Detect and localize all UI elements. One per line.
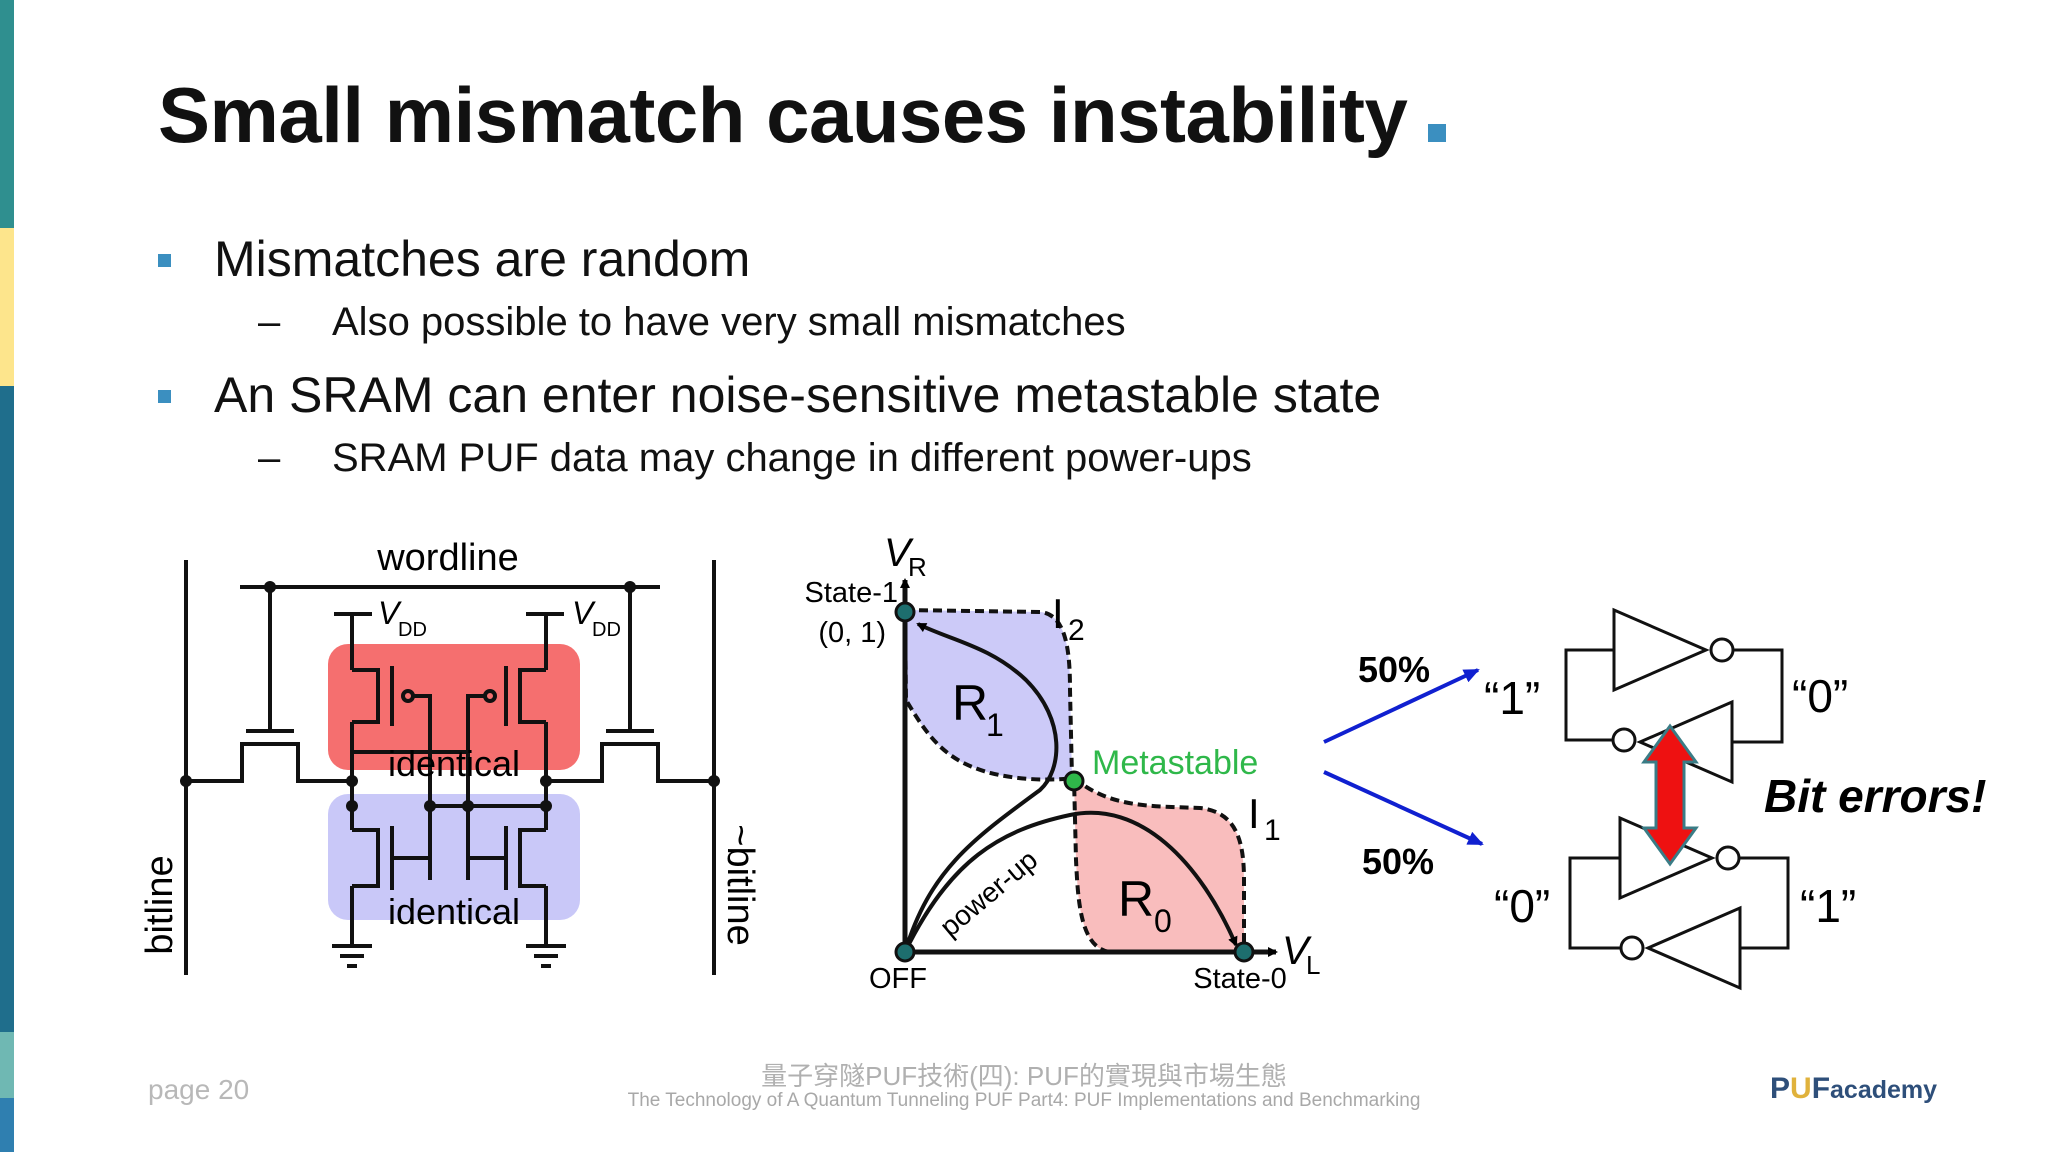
i1-label: I [1248, 790, 1260, 837]
metastability-plot [894, 578, 1278, 963]
latch-bottom [1568, 815, 1790, 991]
pct-top: 50% [1358, 649, 1430, 690]
logo-letter-u: U [1790, 1072, 1812, 1105]
edge-stripe-light-teal [0, 1032, 14, 1098]
i2-sub: 2 [1068, 614, 1085, 647]
latch-bottom-right-value: “1” [1800, 880, 1856, 932]
bitline-label: bitline [139, 855, 181, 954]
state1-point [894, 601, 916, 623]
vdd-label-right: V [572, 595, 596, 631]
trajectory-to-state0 [903, 810, 1238, 953]
bit-errors-label: Bit errors! [1764, 770, 1986, 822]
edge-stripe-teal [0, 0, 14, 228]
bullet-1-text: Mismatches are random [214, 231, 751, 287]
vdd-sub-left: DD [398, 619, 427, 641]
dash-icon: – [258, 300, 281, 344]
logo-letter-p: P [1770, 1072, 1791, 1105]
metastable-label: Metastable [1092, 744, 1258, 782]
off-point [894, 941, 916, 963]
logo-academy: academy [1830, 1076, 1938, 1104]
ground-icon [526, 944, 566, 968]
footer-title-cn: 量子穿隧PUF技術(四): PUF的實現與市場生態 [761, 1061, 1287, 1091]
inverter-icon [1612, 607, 1710, 693]
ground-icon [332, 944, 372, 968]
inverter-bubble [1715, 845, 1741, 871]
wordline-label: wordline [376, 537, 519, 579]
arrow-to-state-1 [1323, 668, 1480, 744]
i1-sub: 1 [1264, 814, 1281, 847]
state0-label: State-0 [1193, 963, 1287, 995]
sram-cell-circuit [184, 560, 716, 975]
metastable-point [1063, 770, 1085, 792]
region-r0 [1071, 773, 1246, 954]
pct-bottom: 50% [1362, 841, 1434, 882]
identical-label-bottom: identical [388, 891, 520, 932]
sub-bullet-1-text: Also possible to have very small mismatc… [332, 300, 1126, 344]
identical-label-top: identical [388, 743, 520, 784]
inverter-icon [1636, 699, 1734, 785]
vl-label: V [1282, 929, 1312, 973]
title-square-icon [1428, 124, 1446, 142]
bullet-square-icon [158, 390, 171, 403]
bullet-2-text: An SRAM can enter noise-sensitive metast… [214, 367, 1382, 423]
inverter-bubble [1619, 935, 1645, 961]
r1-sub: 1 [986, 707, 1004, 743]
latch-top-right-value: “0” [1792, 670, 1848, 722]
inverter-icon [1644, 905, 1742, 991]
i2-label: I [1052, 590, 1064, 637]
puf-academy-logo: PUFacademy [1770, 1072, 1937, 1106]
off-label: OFF [869, 963, 927, 995]
r0-sub: 0 [1154, 903, 1172, 939]
inverter-bubble [1611, 727, 1637, 753]
sub-bullet-2-text: SRAM PUF data may change in different po… [332, 436, 1252, 480]
arrow-to-state-0 [1323, 770, 1484, 846]
edge-stripe-yellow [0, 228, 14, 386]
trajectory-to-state1 [903, 622, 1059, 953]
r0-label: R [1118, 871, 1154, 927]
vdd-sub-right: DD [592, 619, 621, 641]
r1-label: R [952, 675, 988, 731]
powerup-label: power-up [934, 844, 1043, 943]
vr-label: V [884, 531, 914, 575]
double-arrow-icon [1641, 723, 1699, 867]
bitline-bar-label: ~bitline [719, 824, 761, 945]
dash-icon: – [258, 436, 281, 480]
edge-stripe-blue [0, 386, 14, 1032]
vl-sub: L [1306, 950, 1320, 980]
state1-label: State-1 [805, 577, 899, 609]
page-number: page 20 [148, 1074, 250, 1105]
slide-title: Small mismatch causes instability [158, 71, 1408, 159]
state1-coord: (0, 1) [818, 617, 886, 649]
vdd-label-left: V [378, 595, 402, 631]
latch-bottom-left-value: “0” [1494, 880, 1550, 932]
footer-title-en: The Technology of A Quantum Tunneling PU… [627, 1090, 1421, 1111]
state0-point [1233, 941, 1255, 963]
edge-stripe-light-blue [0, 1098, 14, 1152]
vr-sub: R [908, 552, 927, 582]
logo-letter-f: F [1811, 1072, 1831, 1105]
region-r1 [902, 607, 1075, 782]
latch-top-left-value: “1” [1484, 672, 1540, 724]
junction-dots [180, 581, 720, 812]
inverter-bubble [1709, 637, 1735, 663]
bullet-square-icon [158, 254, 171, 267]
